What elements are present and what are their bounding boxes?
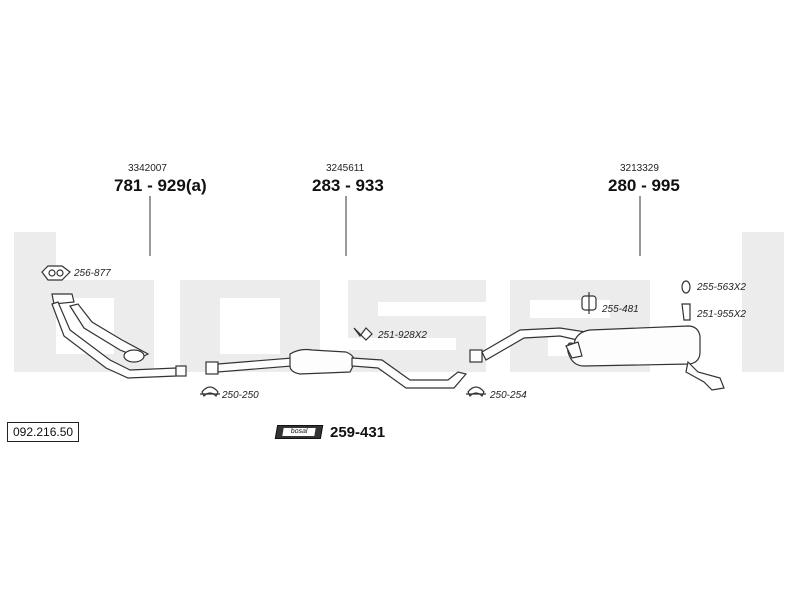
- diagram-code-box: 092.216.50: [7, 422, 80, 442]
- accessory-label-250-254[interactable]: 250-254: [490, 390, 527, 401]
- section-2-part-number[interactable]: 283 - 933: [312, 176, 384, 195]
- ring-255-563-icon: [681, 280, 691, 294]
- center-silencer-drawing: [205, 348, 468, 389]
- rear-silencer-drawing: [469, 325, 725, 391]
- accessory-label-255-563X2[interactable]: 255-563X2: [697, 282, 746, 293]
- bracket-251-955-icon: [681, 303, 691, 321]
- gasket-drawing: [41, 265, 71, 281]
- accessory-label-255-481[interactable]: 255-481: [602, 304, 639, 315]
- front-pipe-drawing: [51, 293, 187, 379]
- clamp-250-250-icon: [200, 386, 220, 398]
- mounting-kit-part-number[interactable]: 259-431: [330, 424, 386, 441]
- section-1-part-number[interactable]: 781 - 929(a): [114, 176, 207, 195]
- leader-lines: [149, 196, 641, 256]
- section-3-part-number[interactable]: 280 - 995: [608, 176, 680, 195]
- mounting-kit-badge-text: bosal: [282, 428, 316, 436]
- hanger-251-928-icon: [353, 327, 373, 341]
- bosal-watermark: [14, 232, 784, 372]
- clamp-250-254-icon: [466, 386, 486, 398]
- section-3-ref: 3213329: [620, 163, 659, 174]
- section-2-ref: 3245611: [326, 163, 365, 174]
- rubber-mount-255-481-icon: [581, 292, 597, 314]
- section-1-ref: 3342007: [128, 163, 167, 174]
- accessory-label-251-955X2[interactable]: 251-955X2: [697, 309, 746, 320]
- mounting-kit-badge: bosal: [274, 425, 324, 439]
- accessory-label-256-877[interactable]: 256-877: [74, 268, 111, 279]
- accessory-label-251-928X2[interactable]: 251-928X2: [378, 330, 427, 341]
- accessory-label-250-250[interactable]: 250-250: [222, 390, 259, 401]
